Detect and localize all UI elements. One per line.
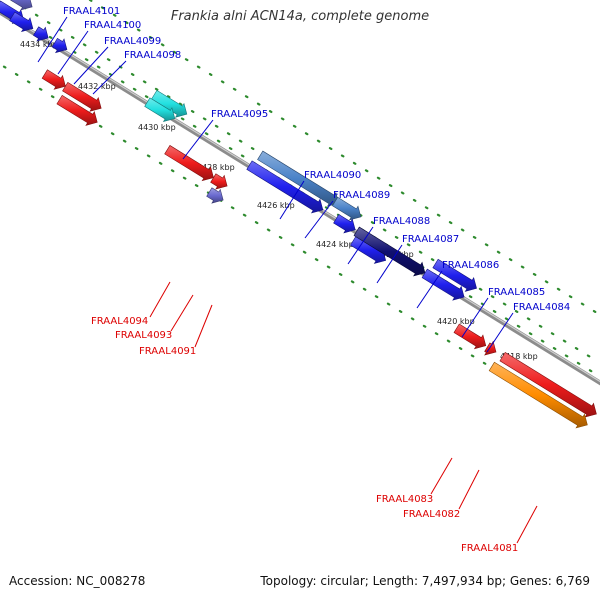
tick-label: 4432 kbp bbox=[78, 82, 116, 91]
gene-glyph-fraal4091 bbox=[206, 187, 224, 204]
gene-glyph-fraal4094 bbox=[41, 69, 66, 90]
leader-line bbox=[461, 297, 489, 338]
gene-label-fraal4087: FRAAL4087 bbox=[402, 234, 459, 245]
leader-line bbox=[347, 226, 374, 265]
gene-glyph-fraal4081 bbox=[488, 361, 588, 429]
gene-label-fraal4095: FRAAL4095 bbox=[211, 109, 268, 120]
leader-line bbox=[430, 457, 453, 495]
gene-glyph-fraal4089 bbox=[246, 160, 324, 214]
gene-glyph-fraal4084 bbox=[432, 258, 477, 292]
gene-glyph-fraal4093 bbox=[210, 173, 228, 190]
leader-line bbox=[279, 180, 305, 220]
gene-label-fraal4093: FRAAL4093 bbox=[115, 330, 172, 341]
gene-label-fraal4098: FRAAL4098 bbox=[124, 50, 181, 61]
leader-line bbox=[194, 304, 213, 348]
tick-label: 4418 kbp bbox=[500, 352, 538, 361]
gene-label-fraal4081: FRAAL4081 bbox=[461, 543, 518, 554]
gene-label-fraal4082: FRAAL4082 bbox=[403, 509, 460, 520]
gene-label-fraal4090: FRAAL4090 bbox=[304, 170, 361, 181]
gene-glyph-fraal4083 bbox=[499, 351, 597, 418]
tick-label: 4420 kbp bbox=[437, 317, 475, 326]
gene-label-fraal4094: FRAAL4094 bbox=[91, 316, 148, 327]
tick-label: 4426 kbp bbox=[257, 201, 295, 210]
guide-dots bbox=[0, 62, 544, 401]
gene-label-fraal4086: FRAAL4086 bbox=[442, 260, 499, 271]
gene-label-fraal4099: FRAAL4099 bbox=[104, 36, 161, 47]
gene-label-fraal4083: FRAAL4083 bbox=[376, 494, 433, 505]
tick-label: 4434 kbp bbox=[20, 40, 58, 49]
gene-label-fraal4084: FRAAL4084 bbox=[513, 302, 570, 313]
gene-glyph-fraal4094 bbox=[164, 145, 214, 182]
gene-glyph-fraal4087 bbox=[333, 214, 356, 234]
tick-label: 4430 kbp bbox=[138, 123, 176, 132]
leader-line bbox=[170, 294, 194, 332]
gene-glyph-fraal4100 bbox=[9, 0, 33, 11]
gene-glyph-fraal4084 bbox=[421, 268, 465, 301]
gene-glyph-fraal4093 bbox=[56, 94, 98, 126]
leader-line bbox=[416, 270, 443, 309]
leader-line bbox=[486, 312, 514, 353]
gene-glyph-fraal4099 bbox=[51, 37, 68, 54]
gene-glyph-fraal4094 bbox=[62, 81, 102, 112]
gene-label-fraal4089: FRAAL4089 bbox=[333, 190, 390, 201]
leader-line bbox=[92, 60, 127, 95]
tick-label: 4424 kbp bbox=[316, 240, 354, 249]
genome-summary-text: Topology: circular; Length: 7,497,934 bp… bbox=[260, 574, 590, 588]
gene-glyph-fraal4082 bbox=[484, 340, 497, 356]
leader-line bbox=[516, 505, 538, 544]
leader-line bbox=[73, 46, 109, 85]
gene-label-fraal4100: FRAAL4100 bbox=[84, 20, 141, 31]
leader-line bbox=[376, 244, 403, 284]
leader-line bbox=[57, 30, 89, 75]
gene-glyph-fraal4088 bbox=[332, 196, 362, 221]
tick-label: 4428 kbp bbox=[197, 163, 235, 172]
accession-text: Accession: NC_008278 bbox=[9, 574, 146, 588]
leader-line bbox=[149, 281, 171, 318]
gene-glyph-fraal4098 bbox=[32, 26, 49, 42]
genome-title: Frankia alni ACN14a, complete genome bbox=[170, 9, 430, 24]
gene-glyph-fraal4099 bbox=[9, 11, 34, 33]
gene-glyph-fraal4095 bbox=[144, 97, 176, 123]
gene-label-fraal4088: FRAAL4088 bbox=[373, 216, 430, 227]
gene-label-fraal4085: FRAAL4085 bbox=[488, 287, 545, 298]
leader-line bbox=[458, 469, 480, 510]
gene-label-fraal4101: FRAAL4101 bbox=[63, 6, 120, 17]
gene-label-fraal4091: FRAAL4091 bbox=[139, 346, 196, 357]
leader-line bbox=[37, 16, 68, 63]
gene-glyph-fraal4085 bbox=[353, 226, 426, 277]
leader-line bbox=[304, 200, 334, 239]
gene-glyph-fraal4083 bbox=[453, 323, 487, 350]
leader-line bbox=[182, 119, 214, 160]
